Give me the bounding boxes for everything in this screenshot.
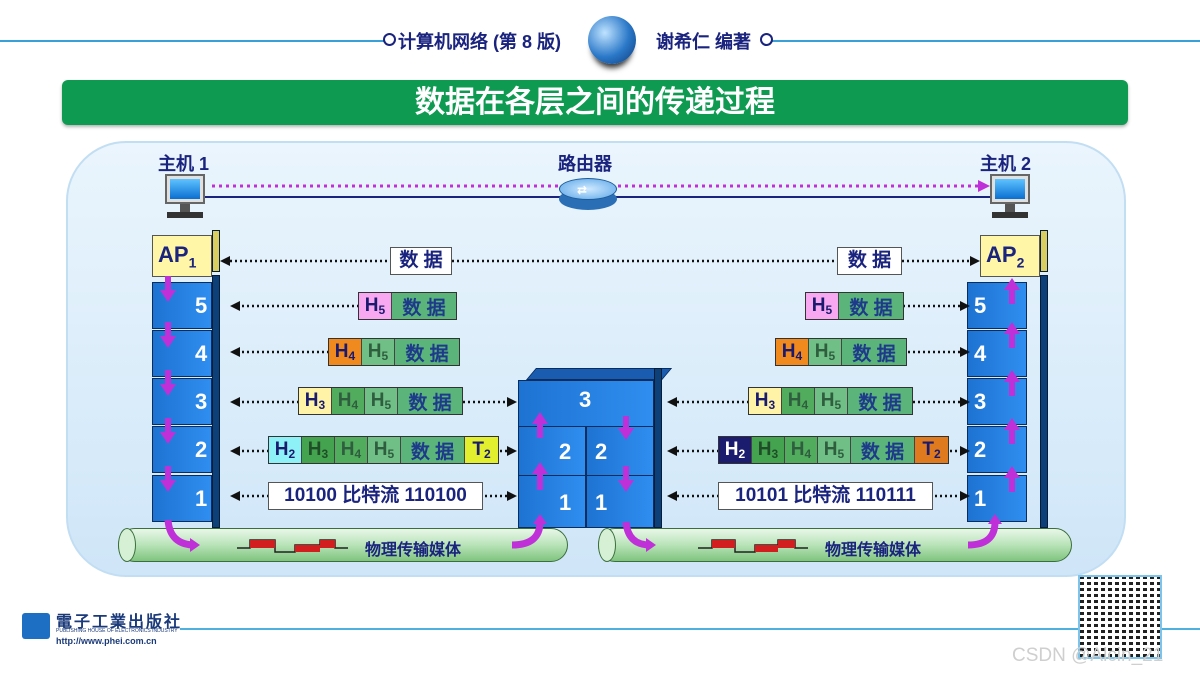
layer-number: 1 bbox=[974, 486, 987, 511]
router-label: 路由器 bbox=[558, 154, 612, 174]
header-bullet-right bbox=[760, 33, 773, 46]
footer-line bbox=[180, 628, 1200, 630]
host2-label: 主机 2 bbox=[980, 154, 1032, 174]
host2-computer-icon bbox=[990, 174, 1030, 218]
watermark: CSDN @Alcin_21 bbox=[1012, 645, 1164, 666]
publisher-subtitle: PUBLISHING HOUSE OF ELECTRONICS INDUSTRY bbox=[56, 628, 178, 634]
layer-number: 5 bbox=[974, 293, 987, 318]
layer-number: 3 bbox=[974, 389, 987, 414]
down-arrow bbox=[160, 370, 176, 396]
host2-stack-side bbox=[1040, 275, 1048, 528]
ap1-box: AP1 bbox=[152, 235, 212, 277]
host1-computer-icon bbox=[165, 174, 205, 218]
layer-number: 4 bbox=[195, 341, 208, 366]
host2-layer-5: 5 bbox=[967, 282, 1027, 329]
host2-layer-1: 1 bbox=[967, 475, 1027, 522]
header-author: 谢希仁 编著 bbox=[656, 32, 752, 52]
ap2-box: AP2 bbox=[980, 235, 1040, 277]
host2-layer-2: 2 bbox=[967, 426, 1027, 473]
layer-number: 2 bbox=[974, 437, 987, 462]
globe-icon bbox=[588, 16, 636, 64]
router-layer-1-right: 1 bbox=[586, 475, 654, 528]
down-arrow bbox=[160, 418, 176, 444]
up-arrow bbox=[1004, 418, 1020, 444]
layer-number: 2 bbox=[195, 437, 208, 462]
header-bullet-left bbox=[383, 33, 396, 46]
up-arrow bbox=[1004, 466, 1020, 492]
publisher-url[interactable]: http://www.phei.com.cn bbox=[56, 636, 157, 646]
layer-number: 3 bbox=[195, 389, 208, 414]
router-icon: ⇄ bbox=[559, 178, 617, 210]
layer-number: 1 bbox=[195, 486, 208, 511]
host1-layer-5: 5 bbox=[152, 282, 212, 329]
data-box-right: 数 据 bbox=[837, 247, 902, 275]
down-arrow bbox=[160, 276, 176, 302]
router-layer-1-left: 1 bbox=[518, 475, 586, 528]
header-line-left bbox=[0, 40, 385, 42]
slide-title: 数据在各层之间的传递过程 bbox=[62, 80, 1128, 125]
medium-tube-left-cap bbox=[118, 528, 136, 562]
router-stack-side bbox=[654, 368, 662, 528]
host2-layer-4: 4 bbox=[967, 330, 1027, 377]
down-arrow bbox=[160, 466, 176, 492]
data-box-left: 数 据 bbox=[390, 247, 452, 275]
host1-stack-side bbox=[212, 275, 220, 528]
host1-label: 主机 1 bbox=[158, 154, 210, 174]
layer-number: 5 bbox=[195, 293, 208, 318]
layer-number: 4 bbox=[974, 341, 987, 366]
publisher-logo-icon bbox=[22, 613, 50, 639]
bitstream-left: 10100 比特流 110100 bbox=[268, 482, 483, 510]
up-arrow bbox=[1004, 278, 1020, 304]
router-layer-2-left: 2 bbox=[518, 426, 586, 476]
medium-label-left: 物理传输媒体 bbox=[365, 542, 462, 559]
header-line-right bbox=[770, 40, 1200, 42]
medium-label-right: 物理传输媒体 bbox=[825, 542, 922, 559]
ap2-side bbox=[1040, 230, 1048, 272]
up-arrow bbox=[1004, 322, 1020, 348]
up-arrow bbox=[1004, 370, 1020, 396]
bitstream-right: 10101 比特流 110111 bbox=[718, 482, 933, 510]
header-book-title: 计算机网络 (第 8 版) bbox=[398, 32, 562, 52]
down-arrow bbox=[160, 322, 176, 348]
medium-tube-right-cap bbox=[598, 528, 616, 562]
ap1-side bbox=[212, 230, 220, 272]
qr-code-icon bbox=[1078, 575, 1162, 659]
publisher-name: 電子工業出版社 bbox=[56, 614, 183, 631]
